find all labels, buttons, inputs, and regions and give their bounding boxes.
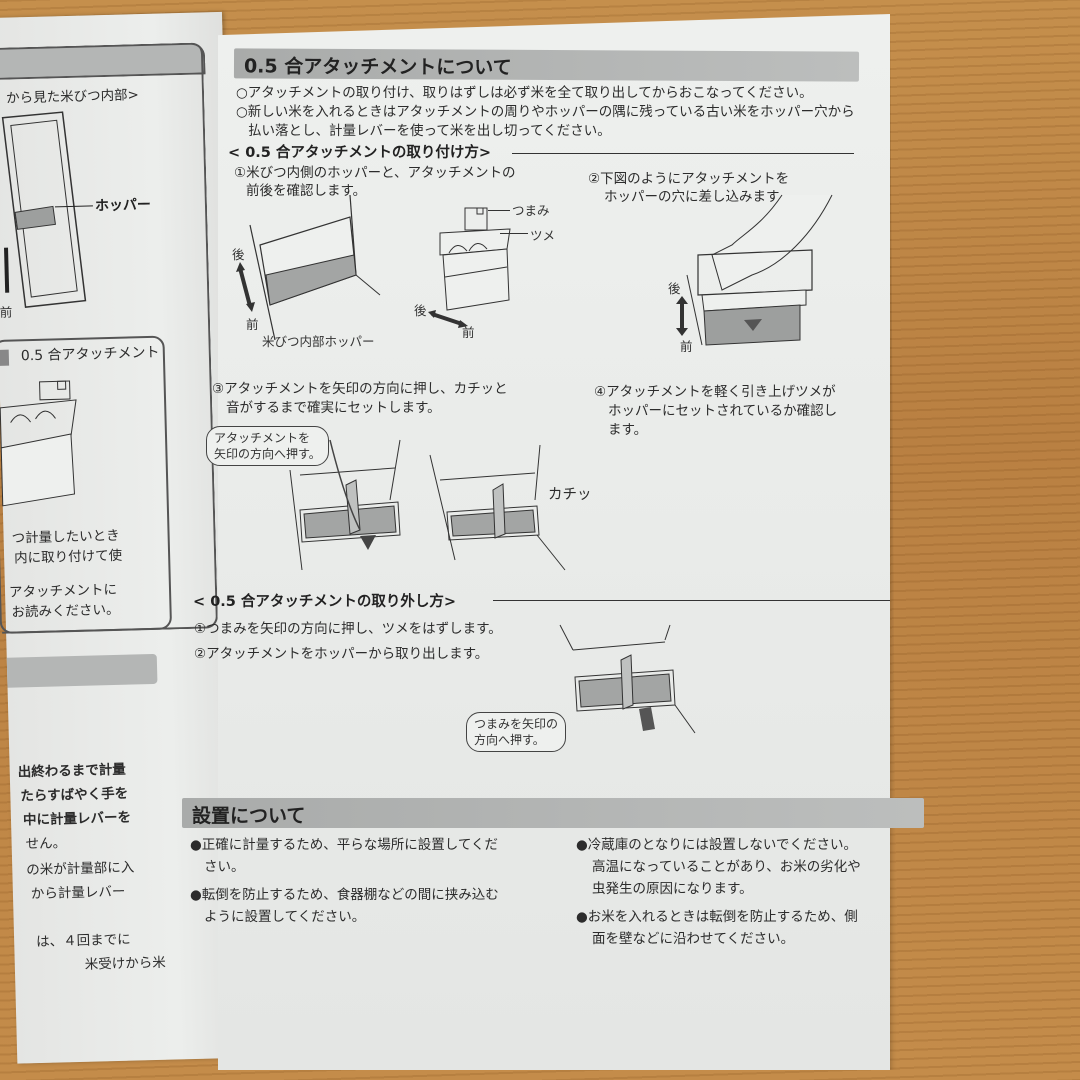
left-top-caption: から見た米びつ内部> <box>5 87 140 107</box>
step1-line-2: 前後を確認します。 <box>246 183 367 199</box>
hopper-caption: 米びつ内部ホッパー <box>262 334 375 349</box>
left-lower-header-bar <box>6 653 158 688</box>
section-title-installation: 設置について <box>182 798 924 828</box>
left-front-label: 前 <box>0 304 13 320</box>
section-title-attachment: 0.5 合アタッチメントについて <box>233 48 860 82</box>
step3-callout-line-1: アタッチメントを <box>214 431 311 445</box>
left-bottom-line-8: 米受けから米 <box>84 954 166 973</box>
note-3: 払い落とし、計量レバーを使って米を出し切ってください。 <box>248 123 611 139</box>
step1-front2-label: 前 <box>462 325 475 340</box>
attachment-box-line-1: つ計量したいとき <box>11 527 120 547</box>
install-bullet-1-line-1: ●正確に計量するため、平らな場所に設置してくだ <box>190 837 498 853</box>
step3-line-2: 音がするまで確実にセットします。 <box>226 400 441 416</box>
set-attachment-illustration <box>429 444 566 571</box>
step1-back2-label: 後 <box>414 303 427 318</box>
push-attachment-illustration <box>289 439 401 571</box>
step2-line-2: ホッパーの穴に差し込みます。 <box>604 189 792 205</box>
insert-attachment-illustration <box>686 194 833 346</box>
remove-heading: < 0.5 合アタッチメントの取り外し方> <box>193 594 457 610</box>
right-page <box>218 14 890 1070</box>
left-bottom-line-2: たらすばやく手を <box>20 785 129 805</box>
install-bullet-3-line-2: 高温になっていることがあり、お米の劣化や <box>592 859 861 875</box>
remove-attachment-illustration <box>559 624 696 734</box>
diagonal-arrow-icon <box>428 310 468 328</box>
remove-callout-bubble: つまみを矢印の 方向へ押す。 <box>466 712 567 752</box>
left-bottom-line-1: 出終わるまで計量 <box>17 761 126 781</box>
install-bullet-4-line-1: ●お米を入れるときは転倒を防止するため、側 <box>576 909 858 925</box>
install-bullet-2-line-2: ように設置してください。 <box>204 909 366 925</box>
attachment-box-line-2: 内に取り付けて使 <box>13 547 123 567</box>
step2-line-1: ②下図のようにアタッチメントを <box>588 171 790 187</box>
remove-callout-line-1: つまみを矢印の <box>474 717 559 731</box>
left-bottom-line-4: せん。 <box>25 835 67 853</box>
install-bullet-2-line-1: ●転倒を防止するため、食器棚などの間に挟み込む <box>190 887 499 903</box>
hopper-illustration <box>249 194 381 341</box>
knob-label: つまみ <box>512 203 550 218</box>
install-heading-rule <box>512 153 854 154</box>
attachment-box-title: 0.5 合アタッチメント <box>20 344 160 365</box>
step1-line-1: ①米びつ内側のホッパーと、アタッチメントの <box>234 165 516 181</box>
step3-line-1: ③アタッチメントを矢印の方向に押し、カチッと <box>212 381 508 397</box>
install-bullet-4-line-2: 面を壁などに沿わせてください。 <box>592 931 795 947</box>
step3-callout-bubble: アタッチメントを 矢印の方向へ押す。 <box>206 426 329 466</box>
install-heading: < 0.5 合アタッチメントの取り付け方> <box>228 145 492 161</box>
claw-leader-line <box>500 233 528 234</box>
note-2: ○新しい米を入れるときはアタッチメントの周りやホッパーの隅に残っている古い米をホ… <box>236 104 855 120</box>
click-sound-label: カチッ <box>548 487 592 503</box>
step4-line-1: ④アタッチメントを軽く引き上げツメが <box>594 384 836 400</box>
left-bottom-line-3: 中に計量レバーを <box>22 809 132 829</box>
step3-callout-line-2: 矢印の方向へ押す。 <box>214 447 321 461</box>
section-title-installation-text: 設置について <box>192 805 306 827</box>
knob-leader-line <box>488 210 510 211</box>
remove-step-1: ①つまみを矢印の方向に押し、ツメをはずします。 <box>194 621 502 637</box>
remove-step-2: ②アタッチメントをホッパーから取り出します。 <box>194 646 489 662</box>
step2-front-back-arrow-icon <box>676 296 688 336</box>
left-bottom-line-5: の米が計量部に入 <box>26 859 135 879</box>
left-page: から見た米びつ内部> ホッパー 前 0.5 合アタッチメント つ計量したいとき … <box>0 11 250 1064</box>
hopper-label: ホッパー <box>94 196 152 215</box>
step4-line-3: ます。 <box>608 422 648 438</box>
attachment-box-marker <box>0 349 10 366</box>
step4-line-2: ホッパーにセットされているか確認し <box>608 403 838 419</box>
install-bullet-3-line-3: 虫発生の原因になります。 <box>592 881 753 897</box>
install-bullet-3-line-1: ●冷蔵庫のとなりには設置しないでください。 <box>576 837 857 853</box>
attachment-box-line-3: アタッチメントに <box>8 581 118 601</box>
section-title-attachment-text: 0.5 合アタッチメントについて <box>243 55 512 79</box>
claw-label: ツメ <box>530 228 556 243</box>
left-bottom-line-6: から計量レバー <box>30 883 126 903</box>
step1-back-label: 後 <box>232 247 245 262</box>
step2-back-label: 後 <box>668 281 681 296</box>
step1-front-label: 前 <box>246 317 259 332</box>
front-back-arrow-icon <box>236 262 255 312</box>
rice-bin-interior-diagram <box>1 111 87 308</box>
install-bullet-1-line-2: さい。 <box>204 859 245 875</box>
attachment-illustration <box>439 207 511 311</box>
left-bottom-line-7: は、４回までに <box>35 931 131 951</box>
remove-callout-line-2: 方向へ押す。 <box>474 733 545 747</box>
remove-heading-rule <box>493 600 890 601</box>
note-1: ○アタッチメントの取り付け、取りはずしは必ず米を全て取り出してからおこなってくだ… <box>236 85 813 101</box>
attachment-illustration-small <box>0 380 77 507</box>
attachment-box-line-4: お読みください。 <box>11 601 120 621</box>
step2-front-label: 前 <box>680 339 693 354</box>
